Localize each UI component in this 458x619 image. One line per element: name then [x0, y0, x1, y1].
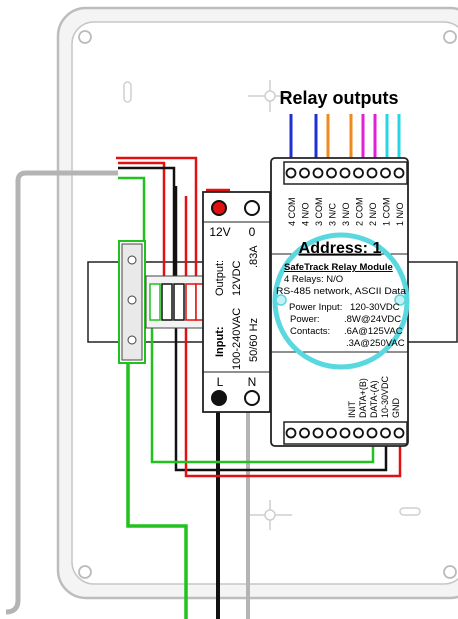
- psu-output-current: .83A: [248, 245, 260, 268]
- bottom-terminal-label: INIT: [347, 400, 357, 418]
- top-terminal-screw: [326, 167, 337, 179]
- psu-terminal-12v: [211, 200, 227, 216]
- bottom-terminal-screw: [299, 427, 310, 439]
- psu-input-voltage: 100-240VAC: [231, 308, 243, 370]
- psu-output-title: Output:: [214, 260, 226, 296]
- contacts-value-1: .6A@125VAC: [344, 326, 403, 337]
- bottom-terminal-screw: [326, 427, 337, 439]
- top-terminal-label: 3 COM: [314, 197, 324, 226]
- psu-input-freq: 50/60 Hz: [248, 318, 260, 362]
- top-terminal-label: 3 N/O: [341, 202, 351, 226]
- top-terminal-screw: [299, 167, 310, 179]
- bottom-terminal-screw: [285, 427, 297, 439]
- led-right: [394, 294, 406, 306]
- bottom-terminal-label: GND: [391, 398, 401, 419]
- psu-terminal-0: [244, 200, 260, 216]
- top-terminal-label: 1 COM: [382, 197, 392, 226]
- module-relays: 4 Relays: N/O: [284, 274, 343, 285]
- top-terminal-label: 1 N/O: [395, 202, 405, 226]
- top-terminal-screw: [366, 167, 378, 179]
- bottom-terminal-screw: [353, 427, 364, 439]
- bottom-terminal-label: DATA+(B): [358, 378, 368, 418]
- mount-slot-top: [123, 80, 292, 112]
- psu-body: [202, 191, 271, 413]
- power-value: .8W@24VDC: [344, 314, 401, 325]
- screw-hole-top-left: [78, 30, 92, 44]
- led-left: [275, 294, 287, 306]
- power-supply: 12V 0 Output: 12VDC .83A Input: 100-240V…: [202, 191, 271, 413]
- bottom-terminal-label: DATA-(A): [369, 380, 379, 418]
- power-input-label: Power Input:: [289, 302, 342, 313]
- top-terminal-screw: [393, 167, 405, 179]
- relay-outputs-title: Relay outputs: [279, 88, 398, 108]
- top-terminal-label: 2 N/O: [368, 202, 378, 226]
- psu-12v-label: 12V: [209, 225, 230, 239]
- bottom-terminal-screw: [380, 427, 391, 439]
- bottom-terminal-screw: [339, 427, 351, 439]
- contacts-value-2: .3A@250VAC: [346, 338, 405, 349]
- top-terminal-screws: [285, 167, 405, 179]
- psu-terminal-n: [244, 390, 260, 406]
- top-terminal-screw: [285, 167, 297, 179]
- module-network: RS-485 network, ASCII Data: [276, 286, 406, 296]
- bottom-terminal-screws: [285, 427, 405, 439]
- top-terminal-screw: [312, 167, 324, 179]
- module-name: SafeTrack Relay Module: [284, 262, 393, 273]
- psu-n-label: N: [248, 375, 257, 389]
- mains-wires: [126, 268, 250, 619]
- address-highlight-circle: [272, 232, 410, 370]
- top-terminal-label: 4 N/O: [301, 202, 311, 226]
- top-terminal-label: 2 COM: [355, 197, 365, 226]
- bottom-terminal-label: 10-30VDC: [380, 375, 390, 418]
- top-terminal-label: 3 N/C: [328, 202, 338, 226]
- top-terminal-screw: [339, 167, 351, 179]
- psu-l-label: L: [217, 375, 224, 389]
- bottom-terminal-screw: [393, 427, 405, 439]
- psu-input-title: Input:: [214, 326, 226, 357]
- contacts-label: Contacts:: [290, 326, 330, 337]
- grey-cable-loop: [5, 170, 118, 615]
- terminal-blocks: [118, 240, 207, 364]
- address-label: Address: 1: [299, 240, 382, 257]
- screw-hole-bottom-right: [443, 565, 457, 579]
- power-input-value: 120-30VDC: [350, 302, 400, 313]
- psu-0-label: 0: [249, 225, 256, 239]
- screw-hole-bottom-left: [78, 565, 92, 579]
- top-terminal-screw: [380, 167, 391, 179]
- power-label: Power:: [290, 314, 320, 325]
- bottom-terminal-screw: [366, 427, 378, 439]
- top-terminal-screw: [353, 167, 364, 179]
- bottom-terminal-screw: [312, 427, 324, 439]
- psu-terminal-l: [211, 390, 227, 406]
- screw-hole-top-right: [443, 30, 457, 44]
- mount-slot-bottom: [248, 500, 421, 530]
- top-terminal-label: 4 COM: [287, 197, 297, 226]
- psu-output-voltage: 12VDC: [231, 260, 243, 296]
